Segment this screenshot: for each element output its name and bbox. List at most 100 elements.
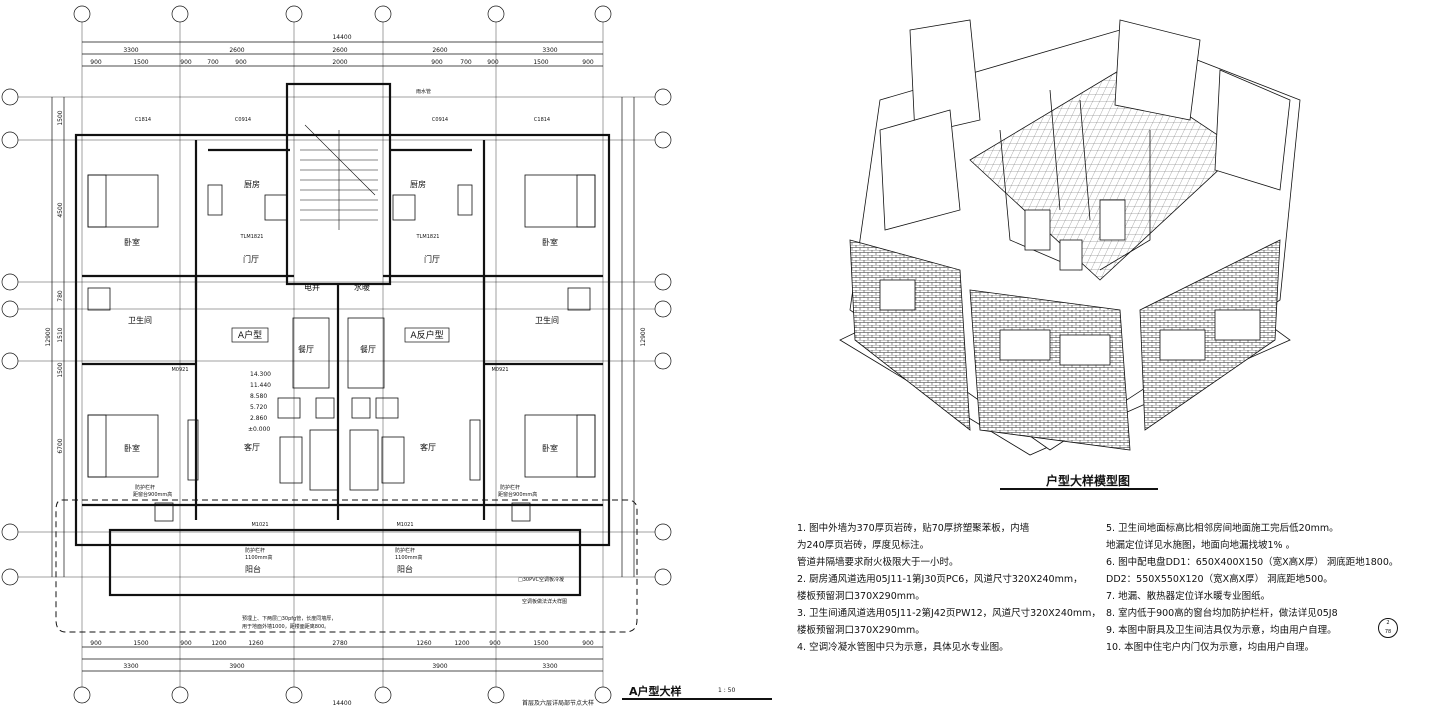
railing-note-4b: 1100mm高 [395,554,422,561]
door-tag-6: M1021 [396,522,413,528]
dim-top2-10: 1500 [533,59,548,66]
room-bedroom-2: 卧室 [542,237,558,247]
dim-bot-5: 1260 [248,640,263,647]
note-line: 9. 本图中厨具及卫生间洁具仅为示意，均由用户自理。 [1106,625,1337,636]
dim-bot2-1: 3300 [123,663,138,670]
elevation-2: 11.440 [250,382,271,389]
railing-note-2a: 防护栏杆 [500,484,520,491]
dim-top2-4: 700 [207,59,219,66]
dim-top-1: 3300 [123,47,138,54]
door-tag-4: M0921 [491,367,508,373]
dim-left-6: 6700 [57,438,64,453]
door-tag-2: TLM1821 [416,234,440,240]
room-living-1: 客厅 [244,442,260,452]
note-line: 1. 图中外墙为370厚页岩砖，贴70厚挤塑聚苯板，内墙 [797,523,1030,534]
dim-top-2: 2600 [229,47,244,54]
note-line: 5. 卫生间地面标高比相邻房间地面施工完后低20mm。 [1106,523,1339,534]
window-tag-2: C0914 [235,117,251,123]
railing-note-4a: 防护栏杆 [395,547,415,554]
note-line: 6. 图中配电盘DD1：650X400X150（宽X高X厚） 洞底距地1800。 [1106,557,1399,568]
balcony-note-1: 预埋上、下两层□30pfg管，长度同墙厚， [242,615,336,622]
dim-bot2-4: 3300 [542,663,557,670]
dim-top2-8: 700 [460,59,472,66]
note-line: DD2：550X550X120（宽X高X厚） 洞底距地500。 [1106,574,1333,585]
note-line: 楼板预留洞口370X290mm。 [797,625,925,636]
dim-top2-1: 900 [90,59,102,66]
note-line: 楼板预留洞口370X290mm。 [797,591,925,602]
dim-left-5: 1500 [57,362,64,377]
dim-left-total: 12900 [45,327,52,346]
dim-bot-1: 900 [90,640,102,647]
dim-right-total: 12900 [640,327,647,346]
room-foyer-2: 门厅 [424,254,440,264]
dim-bot-3: 900 [180,640,192,647]
note-line: 7. 地漏、散热器定位详水暖专业图纸。 [1106,591,1271,602]
plan-title: A户型大样 [629,685,682,698]
room-water-well: 水暖 [354,282,370,292]
elevation-3: 8.580 [250,393,267,400]
window-tag-3: C0914 [432,117,448,123]
dim-top-5: 3300 [542,47,557,54]
dim-left-1: 1500 [57,110,64,125]
note-line: 为240厚页岩砖，厚度见标注。 [797,540,930,551]
floor-plan-drawing: 14400 14400 3300 2600 2600 2600 3300 900… [1,5,672,707]
elevation-5: 2.860 [250,415,267,422]
room-bedroom-1: 卧室 [124,237,140,247]
dim-bot-10: 1500 [533,640,548,647]
dim-top2-7: 900 [431,59,443,66]
model-title-underline [1000,488,1158,490]
dim-bot-2: 1500 [133,640,148,647]
dim-left-2: 4500 [57,202,64,217]
room-elec-well: 电井 [304,282,320,292]
elevation-6: ±0.000 [248,426,270,433]
rain-pipe-note: 雨水管 [416,88,431,95]
railing-note-1b: 距窗台900mm高 [133,491,172,498]
plan-scale: 1 : 50 [718,687,736,694]
dim-top-4: 2600 [432,47,447,54]
elevation-4: 5.720 [250,404,267,411]
dim-bot-6: 2780 [332,640,347,647]
overall-dim-bottom: 14400 [332,700,351,707]
balcony-note-2: 用于地面外墙1000，距楼面距离800。 [242,623,329,630]
model-title: 户型大样模型图 [1046,474,1131,488]
dim-bot2-3: 3900 [432,663,447,670]
door-tag-3: M0921 [171,367,188,373]
dim-bot-11: 900 [582,640,594,647]
room-bedroom-4: 卧室 [542,443,558,453]
dim-top2-9: 900 [487,59,499,66]
elevation-1: 14.300 [250,371,271,378]
dim-bot2-2: 3900 [229,663,244,670]
dim-left-4: 1510 [57,327,64,342]
dim-top2-6: 2000 [332,59,347,66]
window-tag-1: C1814 [135,117,151,123]
dim-top2-3: 900 [180,59,192,66]
overall-dim-top: 14400 [332,34,351,41]
room-bedroom-3: 卧室 [124,443,140,453]
plan-title-underline [622,698,772,700]
room-balcony-1: 阳台 [245,564,261,574]
room-bath-1: 卫生间 [128,315,152,325]
room-dining-1: 餐厅 [298,345,314,354]
railing-note-3b: 1100mm高 [245,554,272,561]
door-tag-1: TLM1821 [240,234,264,240]
room-living-2: 客厅 [420,442,436,452]
dim-left-3: 780 [57,290,64,302]
railing-note-2b: 距窗台900mm高 [498,491,537,498]
unit-a-rev-label: A反户型 [410,329,443,341]
dim-bot-4: 1200 [211,640,226,647]
door-tag-5: M1021 [251,522,268,528]
room-kitchen-1: 厨房 [244,179,260,189]
room-kitchen-2: 厨房 [410,179,426,189]
room-bath-2: 卫生间 [535,315,559,325]
ac-note-1: □30PVC空调板冷凝 [518,576,564,583]
dim-top2-11: 900 [582,59,594,66]
note-line: 2. 厨房通风道选用05J11-1第J30页PC6，风道尺寸320X240mm， [797,574,1083,585]
note-line: 3. 卫生间通风道选用05J11-2第J42页PW12，风道尺寸320X240m… [797,608,1101,619]
unit-a-label: A户型 [238,329,262,341]
railing-note-1a: 防护栏杆 [135,484,155,491]
notes-right-column: 5. 卫生间地面标高比相邻房间地面施工完后低20mm。 地漏定位详见水施图，地面… [1106,522,1398,658]
window-tag-4: C1814 [534,117,550,123]
railing-note-3a: 防护栏杆 [245,547,265,554]
notes-left-column: 1. 图中外墙为370厚页岩砖，贴70厚挤塑聚苯板，内墙 为240厚页岩砖，厚度… [797,522,1101,658]
room-balcony-2: 阳台 [397,564,413,574]
